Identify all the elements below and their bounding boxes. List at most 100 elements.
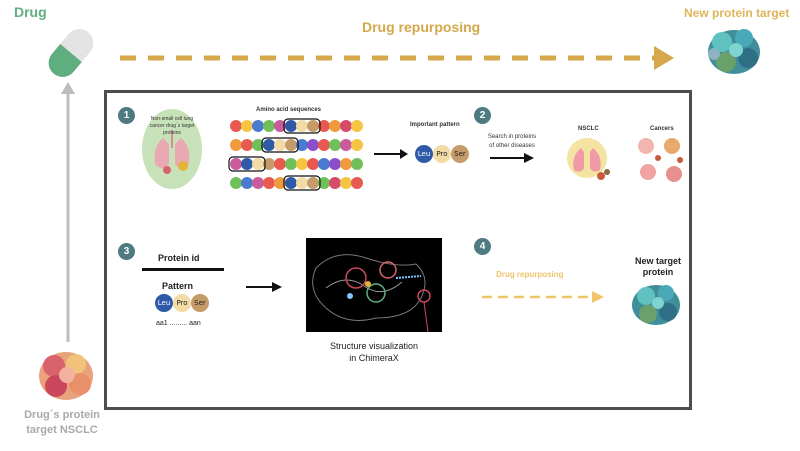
amino-acid-dot <box>274 139 286 151</box>
amino-acid-dot <box>318 139 330 151</box>
step-1-badge: 1 <box>118 107 135 124</box>
drug-protein-target-label: Drug´s protein target NSCLC <box>22 408 102 438</box>
amino-acid-dot <box>329 139 341 151</box>
amino-acid-dot <box>252 158 264 170</box>
amino-acid-sequences-title: Amino acid sequences <box>256 107 322 113</box>
nsclc-label: NSCLC <box>578 126 599 132</box>
pattern-label: Pattern <box>162 281 194 291</box>
amino-acid-dot <box>340 158 352 170</box>
amino-acid-range: aa1 ......... aan <box>156 320 201 327</box>
drug-repurposing-arrow <box>120 46 674 70</box>
important-pattern-title: Important pattern <box>410 122 460 128</box>
amino-acid-dot <box>263 120 275 132</box>
amino-acid-dot <box>274 177 286 189</box>
amino-acid-dot <box>307 120 319 132</box>
amino-acid-dot <box>340 120 352 132</box>
new-protein-structure-icon <box>708 29 760 74</box>
amino-acid-dot <box>230 158 242 170</box>
upward-arrow <box>61 82 75 342</box>
lung-cancer-text: Non-small cell lung cancer drug´s target… <box>149 116 195 136</box>
structure-caption-line-1: Structure visualization <box>329 341 419 351</box>
new-target-protein-label: New target protein <box>628 256 688 278</box>
amino-acid-dot <box>274 120 286 132</box>
amino-acid-dot <box>241 120 253 132</box>
amino-acid-dot <box>296 139 308 151</box>
drug-target-line-1: Drug´s protein <box>24 409 100 421</box>
step-4-repurposing-label: Drug repurposing <box>496 270 564 279</box>
search-text: Search in proteins of other diseases <box>482 133 542 151</box>
amino-acid-dot <box>274 158 286 170</box>
pattern-leu: Leu <box>155 294 173 312</box>
pill-icon <box>48 29 94 77</box>
amino-acid-dot <box>285 120 297 132</box>
arrow-to-pattern <box>374 149 408 159</box>
amino-acid-dot <box>351 120 363 132</box>
protein-id-label: Protein id <box>158 253 200 263</box>
pattern-highlight-box <box>228 156 266 172</box>
pattern-highlight-box <box>283 175 321 191</box>
amino-acid-dot <box>296 177 308 189</box>
pattern-leu: Leu <box>415 145 433 163</box>
pattern-sequence: Leu Pro Ser <box>155 294 209 312</box>
amino-acid-dot <box>318 158 330 170</box>
pattern-pro: Pro <box>173 294 191 312</box>
nsclc-lungs-icon <box>567 138 610 180</box>
drug-label: Drug <box>14 4 47 20</box>
pattern-ser: Ser <box>451 145 469 163</box>
amino-acid-dot <box>230 139 242 151</box>
amino-acid-dot <box>318 177 330 189</box>
amino-acid-dot <box>230 120 242 132</box>
amino-acid-dot <box>307 158 319 170</box>
amino-acid-dot <box>241 139 253 151</box>
search-text-line-1: Search in proteins <box>487 134 537 140</box>
pattern-pro: Pro <box>433 145 451 163</box>
workflow-box <box>104 90 692 410</box>
amino-acid-dot <box>329 120 341 132</box>
new-target-line-2: protein <box>642 267 674 277</box>
step-4-repurposing-arrow <box>482 291 604 303</box>
amino-acid-dot <box>329 158 341 170</box>
amino-acid-dot <box>263 158 275 170</box>
amino-acid-sequences-grid <box>228 118 363 191</box>
new-protein-target-label: New protein target <box>684 6 790 20</box>
new-target-protein-icon <box>632 285 680 325</box>
nsclc-protein-icon <box>39 352 93 400</box>
pattern-highlight-box <box>261 137 299 153</box>
amino-acid-dot <box>252 120 264 132</box>
step-4-badge: 4 <box>474 238 491 255</box>
amino-acid-dot <box>307 177 319 189</box>
amino-acid-dot <box>285 177 297 189</box>
amino-acid-dot <box>296 158 308 170</box>
arrow-to-diseases <box>490 153 534 163</box>
amino-acid-dot <box>340 139 352 151</box>
step-3-badge: 3 <box>118 243 135 260</box>
amino-acid-dot <box>241 158 253 170</box>
amino-acid-dot <box>329 177 341 189</box>
drug-target-line-2: target NSCLC <box>26 424 98 436</box>
amino-acid-dot <box>252 139 264 151</box>
protein-id-divider <box>142 268 224 271</box>
drug-repurposing-title: Drug repurposing <box>362 19 481 35</box>
step-2-badge: 2 <box>474 107 491 124</box>
amino-acid-dot <box>307 139 319 151</box>
amino-acid-dot <box>351 139 363 151</box>
amino-acid-dot <box>318 120 330 132</box>
important-pattern: Leu Pro Ser <box>415 145 469 163</box>
cancers-organs-icon <box>638 138 683 182</box>
amino-acid-dot <box>285 158 297 170</box>
amino-acid-dot <box>340 177 352 189</box>
amino-acid-dot <box>230 177 242 189</box>
amino-acid-dot <box>263 139 275 151</box>
search-text-line-2: of other diseases <box>489 143 535 149</box>
amino-acid-dot <box>351 177 363 189</box>
amino-acid-dot <box>296 120 308 132</box>
amino-acid-dot <box>252 177 264 189</box>
structure-caption-line-2: in ChimeraX <box>349 353 399 363</box>
pattern-ser: Ser <box>191 294 209 312</box>
amino-acid-dot <box>351 158 363 170</box>
lung-cancer-icon <box>142 109 202 189</box>
structure-caption: Structure visualization in ChimeraX <box>306 340 442 364</box>
arrow-to-structure <box>246 282 282 292</box>
amino-acid-dot <box>241 177 253 189</box>
new-target-line-1: New target <box>634 256 681 266</box>
